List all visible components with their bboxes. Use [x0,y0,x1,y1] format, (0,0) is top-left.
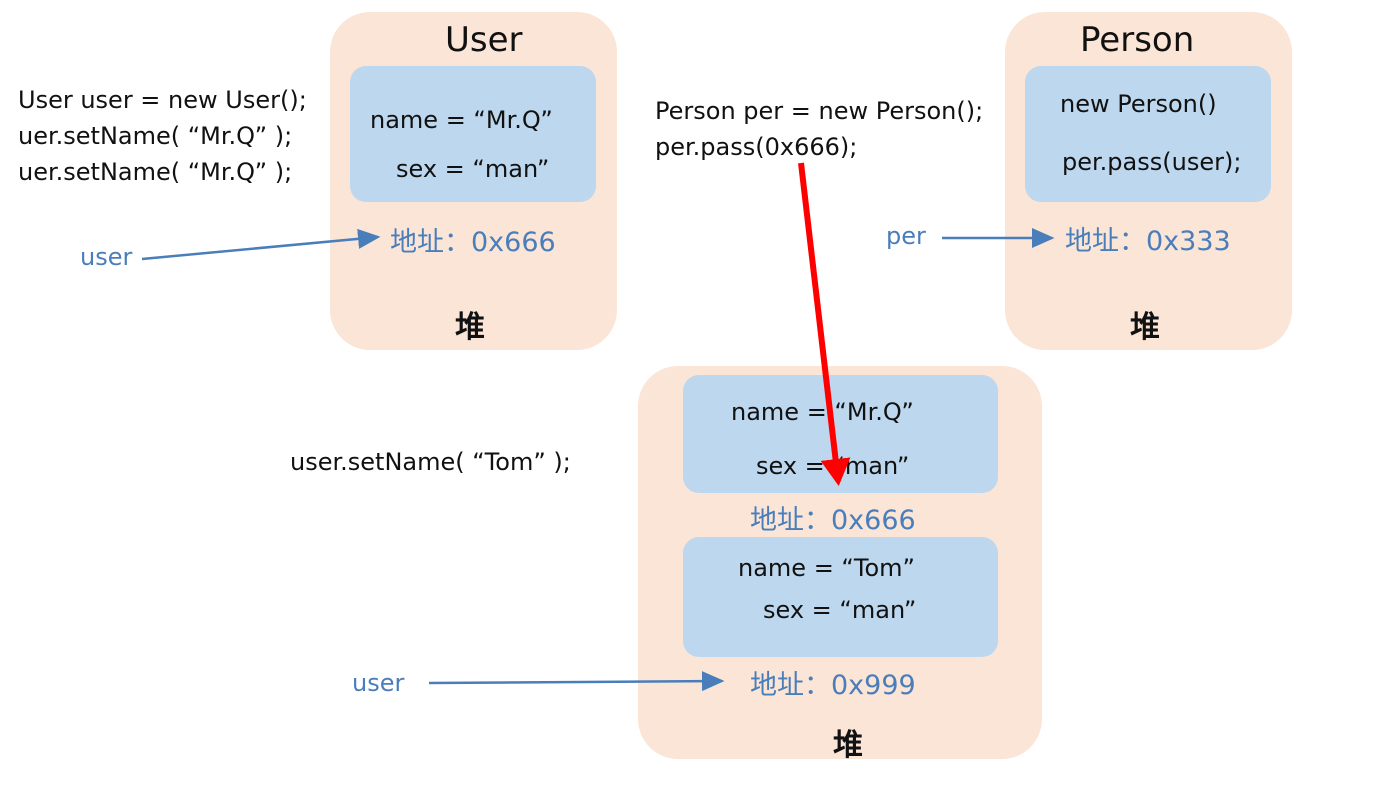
bottom-object-1-address: 地址：0x666 [750,505,916,536]
bottom-object-1-name: name = “Mr.Q” [731,398,914,426]
bottom-object-2-address: 地址：0x999 [750,670,916,701]
person-code-line-2: per.pass(0x666); [655,133,858,161]
person-field-constructor: new Person() [1060,90,1217,118]
user-code-line-3: uer.setName( “Mr.Q” ); [18,158,293,186]
user-heap-label: 堆 [455,310,485,345]
bottom-object-2-sex: sex = “man” [763,596,917,624]
bottom-object-2-box [683,537,998,657]
bottom-object-2-name: name = “Tom” [738,554,915,582]
person-heap-address: 地址：0x333 [1065,226,1231,257]
user-heap-address: 地址：0x666 [390,227,556,258]
user-code-line-1: User user = new User(); [18,86,307,114]
person-code-line-1: Person per = new Person(); [655,97,984,125]
bottom-object-1-sex: sex = “man” [756,452,910,480]
bottom-heap-label: 堆 [833,728,863,763]
user-heap-title: User [445,20,523,60]
person-fields-box [1025,66,1271,202]
user-fields-box [350,66,596,202]
set-tom-code: user.setName( “Tom” ); [290,448,571,476]
user-field-name: name = “Mr.Q” [370,106,553,134]
user-reference-top: user [80,243,133,271]
person-heap-title: Person [1080,20,1195,60]
user-field-sex: sex = “man” [396,155,550,183]
user-code-line-2: uer.setName( “Mr.Q” ); [18,122,293,150]
user-reference-bottom: user [352,669,405,697]
per-reference: per [886,222,926,250]
person-heap-label: 堆 [1130,310,1160,345]
person-field-pass: per.pass(user); [1062,148,1242,176]
